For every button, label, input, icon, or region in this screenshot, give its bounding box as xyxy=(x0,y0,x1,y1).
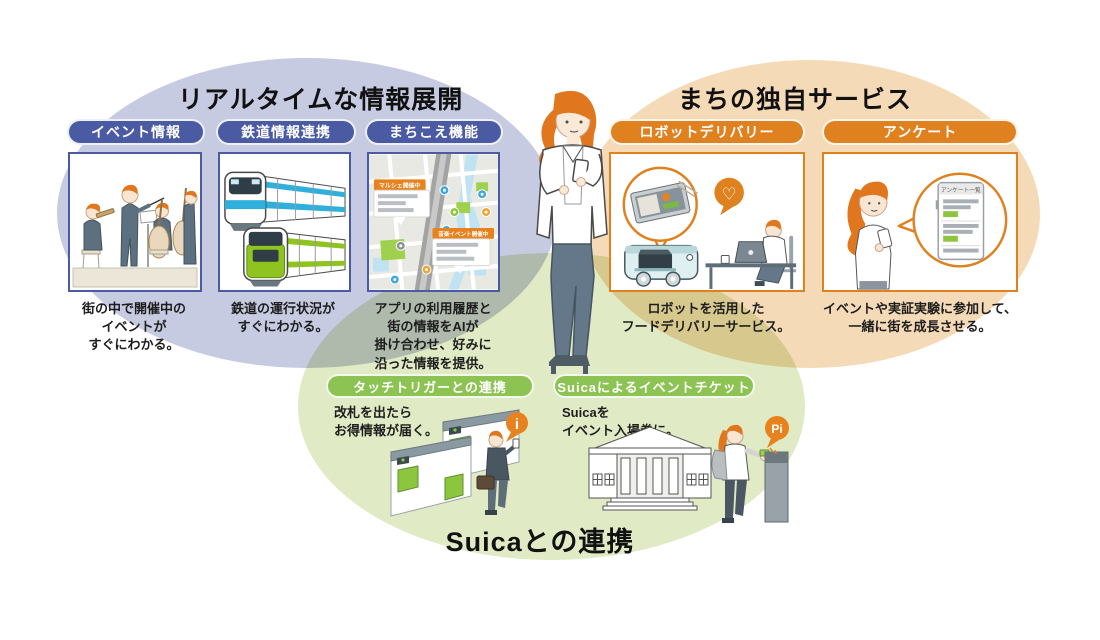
suica-ellipse xyxy=(298,253,805,560)
delivery-cart xyxy=(624,244,699,287)
event-info-image xyxy=(68,152,202,292)
survey-caption: イベントや実証実験に参加して、 一緒に街を成長させる。 xyxy=(823,301,1017,335)
pill-suica-ticket: Suicaによるイベントチケット xyxy=(553,374,755,398)
suica-ticket-illustration: Pi xyxy=(565,400,795,532)
machi-title: まちの独自サービス xyxy=(677,86,912,114)
woman-with-phone xyxy=(847,181,893,290)
pi-icon: Pi xyxy=(771,422,782,436)
realtime-title: リアルタイムな情報展開 xyxy=(178,86,464,114)
commuter-man xyxy=(476,430,520,515)
ticket-gates-illustration: i xyxy=(385,406,535,526)
survey-illustration: アンケート一覧 xyxy=(847,172,1008,290)
robot-delivery-caption: ロボットを活用した フードデリバリーサービス。 xyxy=(621,301,791,335)
rail-info-image xyxy=(218,152,351,292)
music-event-callout: 音楽イベント開催中 xyxy=(432,227,495,274)
touch-trigger-caption: 改札を出たら お得情報が届く。 xyxy=(334,405,439,439)
survey-list-header: アンケート一覧 xyxy=(941,186,981,194)
survey-image: アンケート一覧 xyxy=(822,152,1018,292)
woman-at-desk xyxy=(705,219,797,289)
info-icon: i xyxy=(515,416,519,433)
rail-info-caption: 鉄道の運行状況が すぐにわかる。 xyxy=(230,301,335,335)
suica-title: Suicaとの連携 xyxy=(445,527,635,557)
heart-icon: ♡ xyxy=(722,184,737,203)
orchestra-illustration xyxy=(72,184,198,288)
marche-callout: マルシェ開催中 xyxy=(373,179,431,225)
pill-survey: アンケート xyxy=(822,119,1018,145)
robot-delivery-image: ♡ xyxy=(609,152,805,292)
music-event-label: 音楽イベント開催中 xyxy=(438,230,488,238)
event-info-caption: 街の中で開催中の イベントが すぐにわかる。 xyxy=(81,301,186,353)
railway-band xyxy=(412,154,453,290)
machikoe-image: マルシェ開催中 音楽イベント開催中 xyxy=(367,152,500,292)
trains-illustration xyxy=(224,171,346,287)
center-woman-illustration xyxy=(497,84,627,380)
heart-bubble: ♡ xyxy=(714,177,744,216)
pill-robot-delivery: ロボットデリバリー xyxy=(609,119,805,145)
bento-box xyxy=(630,180,699,224)
pill-touch-trigger: タッチトリガーとの連携 xyxy=(326,374,534,398)
marche-label: マルシェ開催中 xyxy=(379,181,421,189)
gate-post xyxy=(764,451,789,523)
pi-bubble: Pi xyxy=(765,416,789,455)
survey-bubble: アンケート一覧 xyxy=(897,172,1008,268)
pill-event-info: イベント情報 xyxy=(67,119,205,145)
info-bubble: i xyxy=(506,412,528,442)
city-map-illustration: マルシェ開催中 音楽イベント開催中 xyxy=(369,154,498,290)
blue-train xyxy=(224,171,346,231)
ticket-gate-front xyxy=(390,436,472,517)
green-train xyxy=(243,227,346,287)
machikoe-caption: アプリの利用履歴と 街の情報をAIが 掛け合わせ、好みに 沿った情報を提供。 xyxy=(374,301,492,371)
pill-machikoe: まちこえ機能 xyxy=(365,119,503,145)
woman-tapping-suica xyxy=(711,424,770,523)
pill-rail-info: 鉄道情報連携 xyxy=(216,119,356,145)
museum-building xyxy=(588,426,712,511)
robot-delivery-illustration: ♡ xyxy=(622,166,797,289)
